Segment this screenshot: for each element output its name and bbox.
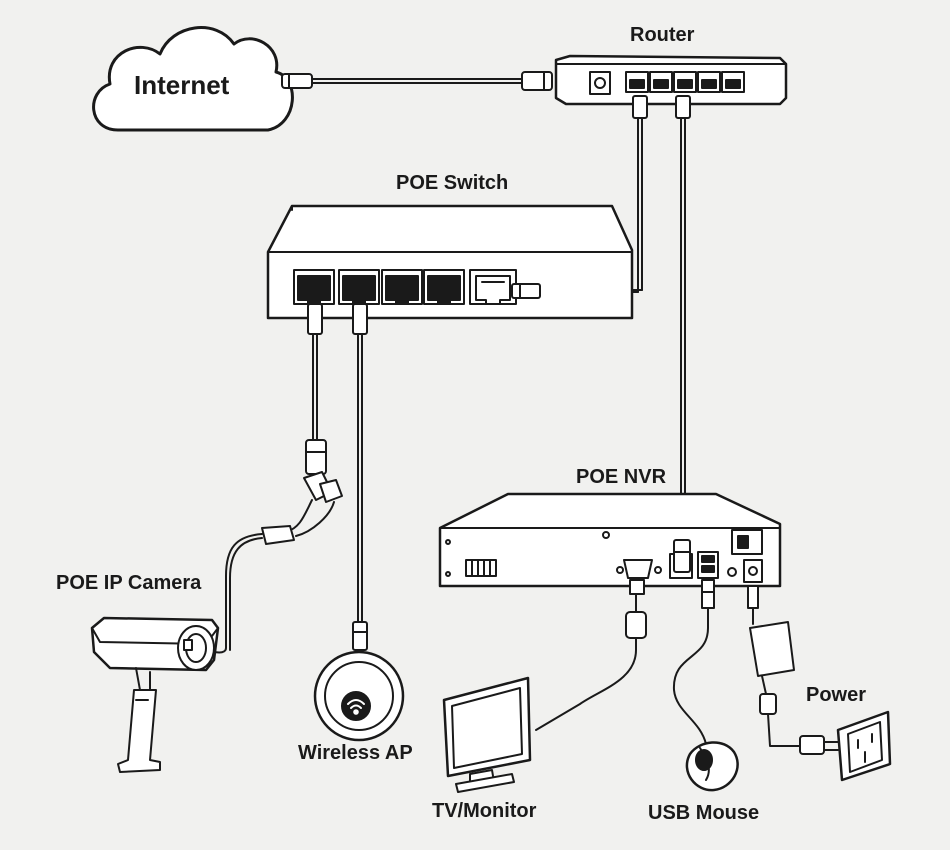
power-outlet [836,710,892,782]
usb-mouse-label: USB Mouse [648,802,760,824]
nvr-lan-plug [673,539,691,573]
switch-ap-cable [352,303,368,651]
poe-ip-camera-label: POE IP Camera [56,572,202,594]
router-nvr-cable [675,95,691,541]
router-label: Router [630,24,695,46]
nvr-mouse-cable [672,579,715,745]
poe-ip-camera [90,616,220,773]
switch-camera-cable [207,303,343,654]
router [554,54,788,106]
tv-monitor-label: TV/Monitor [432,800,537,822]
wireless-ap [313,650,405,742]
internet-label: Internet [134,70,230,100]
wireless-ap-label: Wireless AP [298,742,413,764]
poe-nvr [438,492,782,588]
poe-switch-label: POE Switch [396,172,509,194]
poe-switch [266,204,634,320]
power-label: Power [806,684,867,706]
nvr-power-cable [747,585,839,755]
poe-nvr-label: POE NVR [576,466,667,488]
internet-router-cable [281,71,553,91]
nvr-monitor-cable [535,579,647,731]
tv-monitor [442,676,532,793]
usb-mouse [685,741,739,792]
